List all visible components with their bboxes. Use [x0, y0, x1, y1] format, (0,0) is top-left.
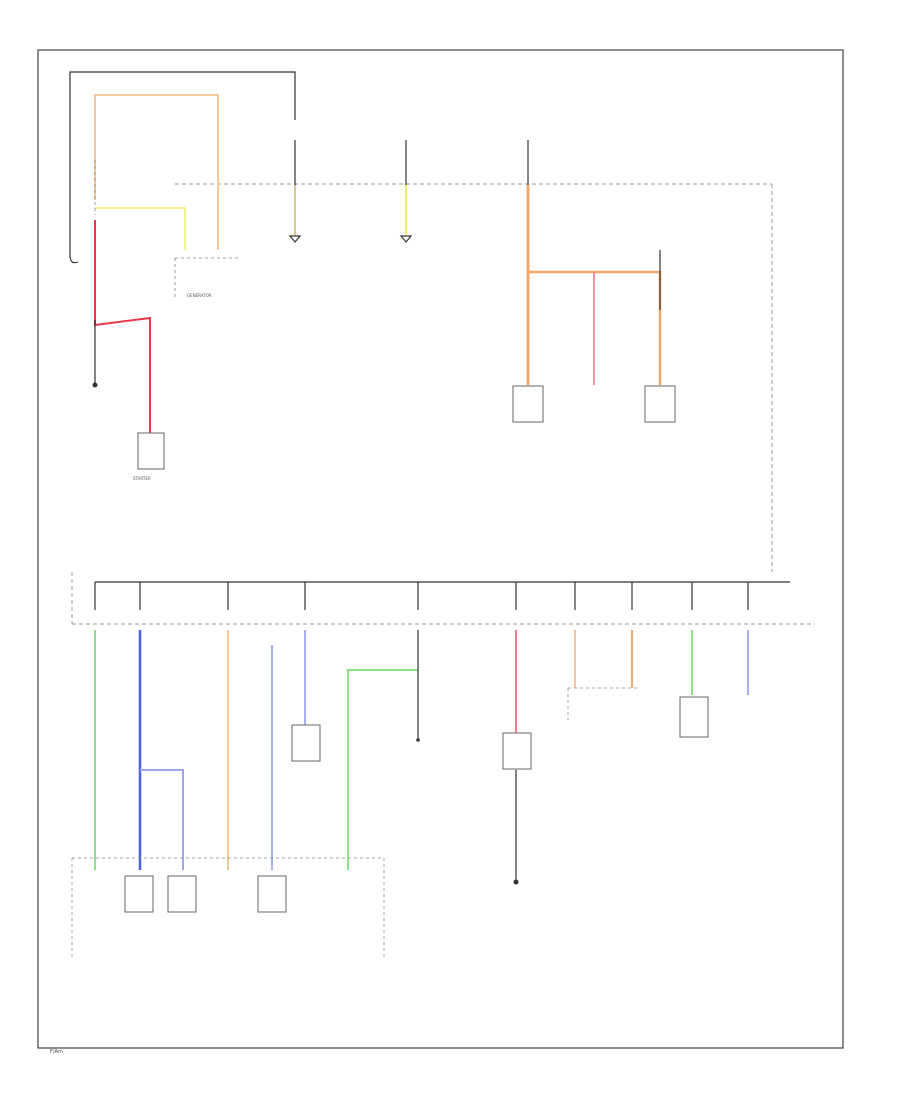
component-top-1	[512, 385, 544, 423]
light-blue-wire-1	[140, 769, 184, 870]
bottom-fuse-drops	[94, 582, 749, 610]
page-id: F/Am	[50, 1049, 63, 1055]
splice-point	[416, 738, 420, 742]
component-right-1	[679, 696, 709, 738]
orange-wire-generator	[94, 94, 219, 250]
component-bottom-1	[124, 875, 154, 913]
yellow-wire-alternator	[95, 207, 186, 250]
generator-label: GENERATOR	[187, 293, 212, 298]
ground-symbol-2	[399, 235, 413, 243]
ground-symbol-1	[288, 235, 302, 243]
ground-hook	[69, 254, 79, 264]
diagram-frame	[37, 49, 844, 1049]
battery-ground-point	[92, 382, 98, 388]
component-mid-1	[291, 724, 321, 762]
green-wire-2	[347, 669, 418, 870]
battery-ground-wire	[69, 71, 296, 255]
component-bottom-3	[257, 875, 287, 913]
starter-motor	[137, 432, 165, 470]
component-top-2	[644, 385, 676, 423]
ground-point	[513, 879, 519, 885]
component-bottom-2	[167, 875, 197, 913]
starter-motor-label: STARTER	[133, 476, 151, 481]
red-wire-battery	[94, 220, 151, 435]
component-mid-2	[502, 732, 532, 770]
